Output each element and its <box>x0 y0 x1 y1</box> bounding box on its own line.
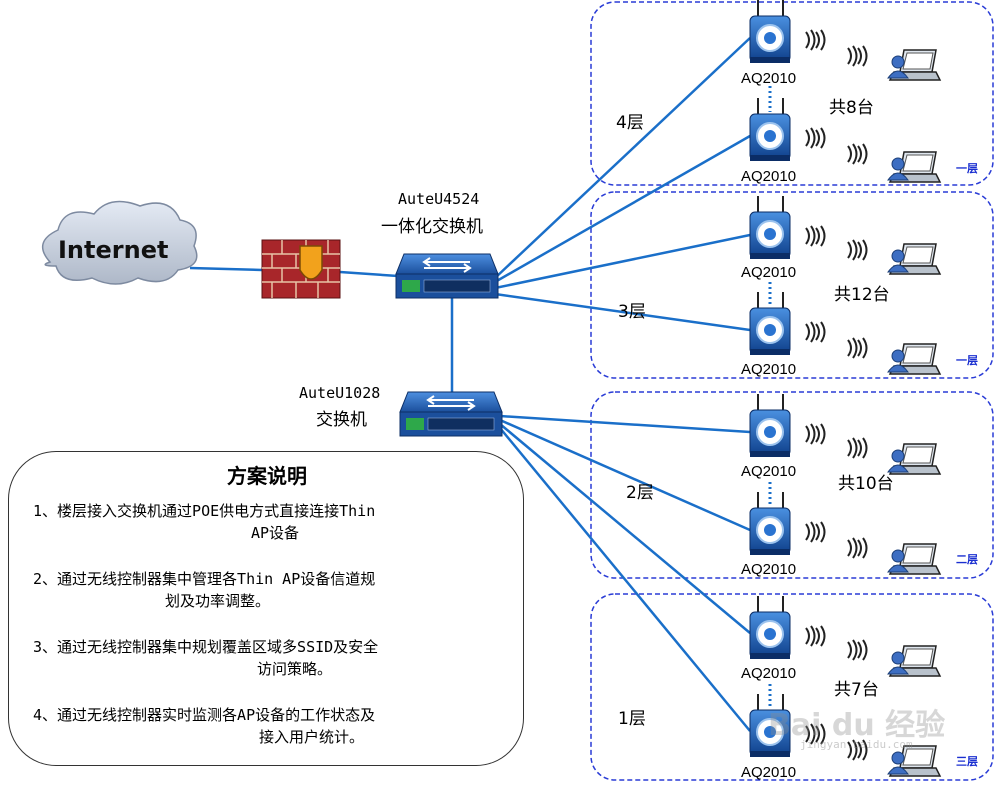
floor-label-2: 2层 <box>626 483 654 503</box>
core-switch-icon <box>395 253 499 299</box>
wireless-signal-icon <box>805 423 826 445</box>
ap-name: AQ2010 <box>741 764 797 781</box>
ap-name: AQ2010 <box>741 168 797 185</box>
access-switch-model: AuteU1028 <box>299 384 381 402</box>
ap-device-icon <box>749 595 791 660</box>
laptop-user-icon <box>887 343 941 375</box>
core-switch-model: AuteU4524 <box>398 190 480 208</box>
network-links <box>189 37 751 732</box>
watermark-url: jingyan.baidu.com <box>800 738 913 751</box>
wireless-signal-icon <box>847 437 868 459</box>
wireless-signal-icon <box>805 625 826 647</box>
laptop-user-icon <box>887 49 941 81</box>
laptop-user-icon <box>887 443 941 475</box>
core-switch-desc: 一体化交换机 <box>381 217 483 237</box>
floor-count-3: 共12台 <box>834 285 890 305</box>
floor-count-2: 共10台 <box>838 474 894 494</box>
wireless-signal-icon <box>847 45 868 67</box>
internet-cloud-icon <box>41 200 198 285</box>
laptop-user-icon <box>887 243 941 275</box>
wireless-signal-icon <box>847 143 868 165</box>
floor-box-3 <box>590 191 994 379</box>
ap-name: AQ2010 <box>741 264 797 281</box>
ap-device-icon <box>749 393 791 458</box>
wireless-signal-icon <box>805 321 826 343</box>
ap-name: AQ2010 <box>741 463 797 480</box>
floor-tag-3: 一层 <box>956 354 978 367</box>
floor-count-4: 共8台 <box>829 98 874 118</box>
solution-description-box: 方案说明 1、楼层接入交换机通过POE供电方式直接连接Thin AP设备 2、通… <box>8 451 524 766</box>
ap-name: AQ2010 <box>741 70 797 87</box>
wireless-signal-icon <box>805 521 826 543</box>
floor-count-1: 共7台 <box>834 680 879 700</box>
ap-name: AQ2010 <box>741 665 797 682</box>
ap-device-icon <box>749 0 791 64</box>
floor-label-4: 4层 <box>616 113 644 133</box>
floor-label-1: 1层 <box>618 709 646 729</box>
ap-device-icon <box>749 491 791 556</box>
firewall-icon <box>261 239 341 299</box>
watermark-logo: Bai du 经验 <box>768 708 946 743</box>
floor-box-2 <box>590 391 994 579</box>
ap-name: AQ2010 <box>741 561 797 578</box>
floor-box-4 <box>590 1 994 186</box>
floor-tag-4: 一层 <box>956 162 978 175</box>
wireless-signal-icon <box>805 225 826 247</box>
description-title: 方案说明 <box>227 464 307 488</box>
floor-label-3: 3层 <box>618 302 646 322</box>
wireless-signal-icon <box>847 537 868 559</box>
ap-device-icon <box>749 291 791 356</box>
description-item: 3、通过无线控制器集中规划覆盖区域多SSID及安全 访问策略。 <box>33 638 379 678</box>
floor-box-1 <box>590 593 994 781</box>
internet-label: Internet <box>58 236 169 264</box>
floor-tag-1: 三层 <box>956 755 978 768</box>
laptop-user-icon <box>887 151 941 183</box>
description-item: 4、通过无线控制器实时监测各AP设备的工作状态及 接入用户统计。 <box>33 706 376 746</box>
laptop-user-icon <box>887 645 941 677</box>
floor-tag-2: 二层 <box>956 553 978 566</box>
wireless-signal-icon <box>847 239 868 261</box>
wireless-signal-icon <box>805 127 826 149</box>
ap-name: AQ2010 <box>741 361 797 378</box>
wireless-signal-icon <box>847 337 868 359</box>
wireless-signal-icon <box>805 29 826 51</box>
access-switch-icon <box>399 391 503 437</box>
description-item: 1、楼层接入交换机通过POE供电方式直接连接Thin AP设备 <box>33 502 376 542</box>
ap-device-icon <box>749 195 791 260</box>
wireless-signal-icon <box>847 639 868 661</box>
laptop-user-icon <box>887 543 941 575</box>
access-switch-desc: 交换机 <box>316 410 367 430</box>
description-item: 2、通过无线控制器集中管理各Thin AP设备信道规 划及功率调整。 <box>33 570 376 610</box>
